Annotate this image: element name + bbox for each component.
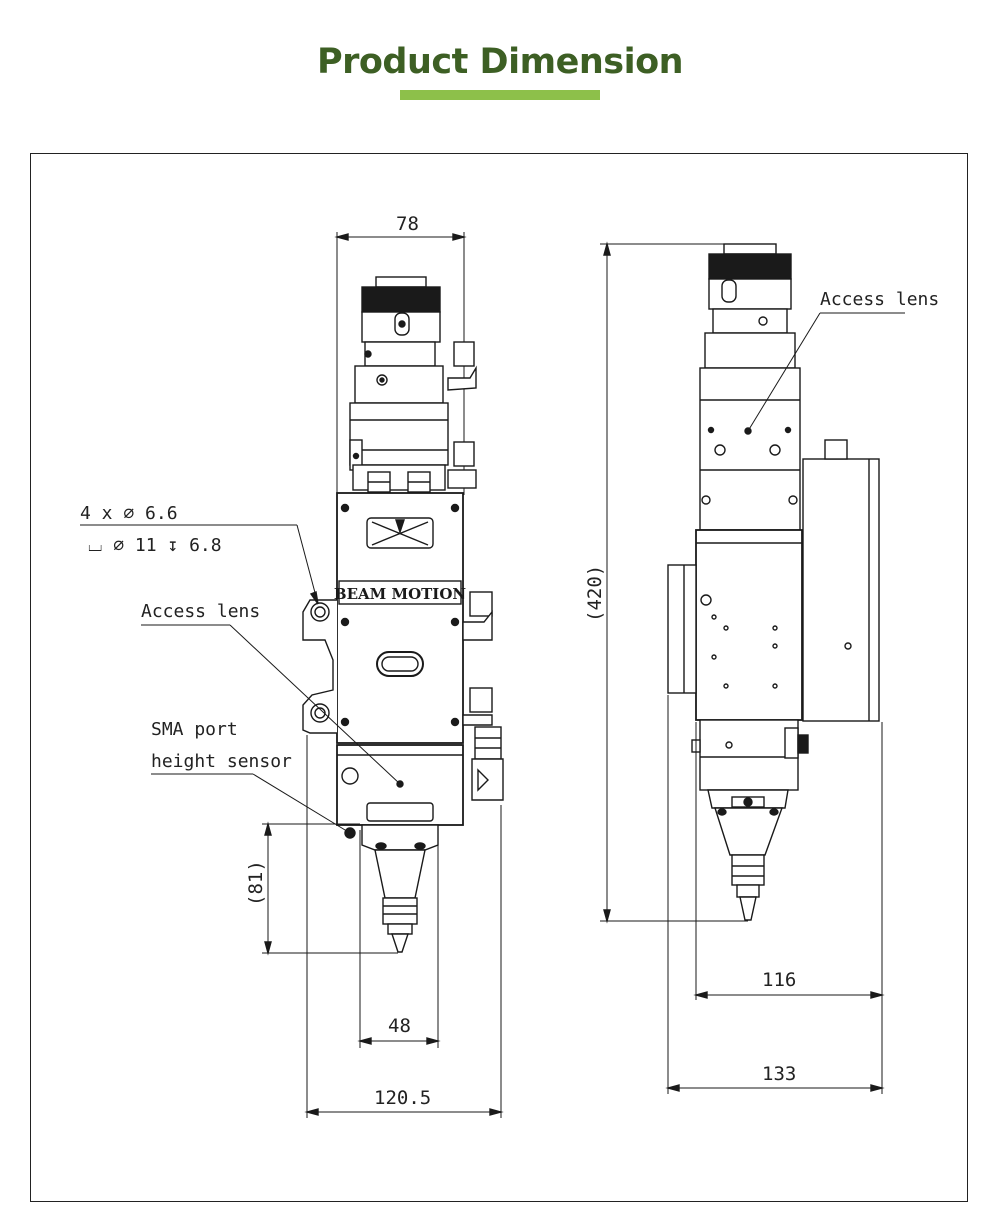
front-access-lens-label: Access lens (141, 601, 260, 622)
dim-nozzle-height: (81) (245, 860, 267, 906)
dim-total-height: (420) (584, 565, 606, 622)
side-view-drawing: (420) (584, 241, 939, 1094)
drawing-frame (30, 153, 968, 1202)
dim-total-width: 120.5 (374, 1087, 431, 1109)
page-title: Product Dimension (316, 42, 684, 82)
sma-label-line2: height sensor (151, 751, 292, 772)
sma-label-line1: SMA port (151, 719, 238, 740)
front-view-drawing: 78 (80, 213, 504, 1118)
dim-total-depth: 133 (762, 1063, 796, 1085)
hole-callout-line2: ⌴ ∅ 11 ↧ 6.8 (88, 535, 222, 556)
dim-body-width: 116 (762, 969, 796, 991)
brand-plate: BEAM MOTION (334, 585, 466, 603)
dim-top-width: 78 (396, 213, 419, 235)
title-underline (400, 90, 600, 100)
hole-callout-line1: 4 x ∅ 6.6 (80, 503, 178, 524)
dim-nozzle-width: 48 (388, 1015, 411, 1037)
side-access-lens-label: Access lens (820, 289, 939, 310)
